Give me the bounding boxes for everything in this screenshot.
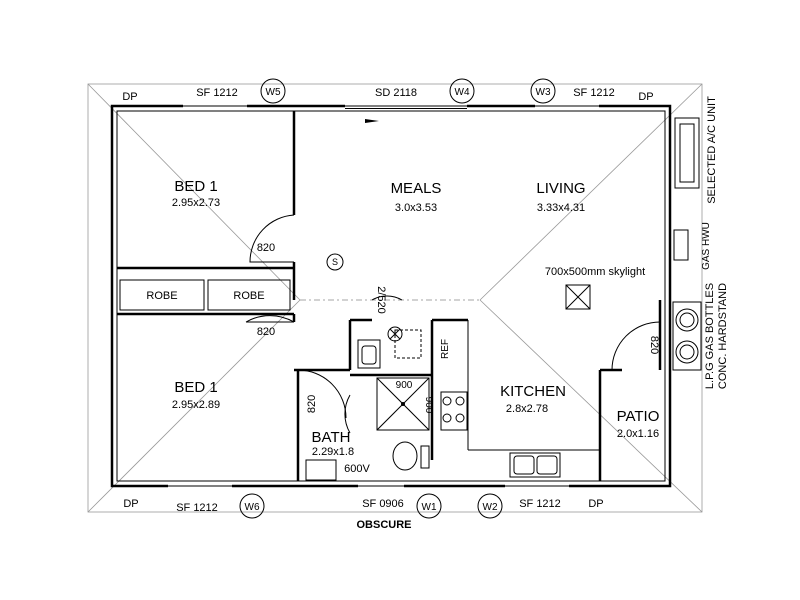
skylight-label: 700x500mm skylight (545, 266, 645, 278)
window-spec-w4: SD 2118 (375, 87, 417, 99)
window-spec-w1: SF 0906 (362, 498, 404, 510)
shower-width-label: 900 (396, 380, 413, 391)
room-size-patio: 2.0x1.16 (617, 428, 659, 440)
room-name-bath: BATH (312, 429, 351, 446)
door-size-bed-bottom: 820 (257, 326, 275, 338)
exterior-services (672, 117, 702, 371)
window-spec-w3: SF 1212 (573, 87, 615, 99)
room-size-living: 3.33x4.31 (537, 202, 585, 214)
door-size-bath: 820 (306, 395, 318, 413)
robe-left-label: ROBE (146, 290, 177, 302)
window-tag-circles (239, 78, 556, 519)
window-tag-w3: W3 (536, 87, 551, 98)
obscure-note: OBSCURE (356, 519, 411, 531)
room-name-kitchen: KITCHEN (500, 383, 566, 400)
downpipe-top-right: DP (638, 91, 653, 103)
room-size-kitchen: 2.8x2.78 (506, 403, 548, 415)
window-spec-w5: SF 1212 (196, 87, 238, 99)
room-size-bed1-top: 2.95x2.73 (172, 197, 220, 209)
door-size-patio: 820 (648, 336, 660, 354)
room-size-bath: 2.29x1.8 (312, 446, 354, 458)
lpg-note-line2: CONC. HARDSTAND (717, 283, 729, 389)
room-name-living: LIVING (536, 180, 585, 197)
door-size-laundry: 2/520 (375, 286, 387, 314)
room-size-bed1-bottom: 2.95x2.89 (172, 399, 220, 411)
room-name-meals: MEALS (391, 180, 442, 197)
room-name-bed1-bottom: BED 1 (174, 379, 217, 396)
downpipe-top-left: DP (122, 91, 137, 103)
windows-drawn (168, 102, 599, 491)
window-tag-w1: W1 (422, 502, 437, 513)
shower-depth-label: 900 (423, 397, 434, 414)
room-size-meals: 3.0x3.53 (395, 202, 437, 214)
door-size-bed-top: 820 (257, 242, 275, 254)
room-name-patio: PATIO (617, 408, 660, 425)
downpipe-bottom-right: DP (588, 498, 603, 510)
room-name-bed1-top: BED 1 (174, 178, 217, 195)
gas-hwu-note: GAS HWU (701, 222, 712, 270)
power-label: 600V (344, 463, 370, 475)
interior-walls (117, 111, 662, 481)
window-spec-w6: SF 1212 (176, 502, 218, 514)
lpg-note-line1: L.P.G GAS BOTTLES (704, 283, 716, 389)
ac-unit-note: SELECTED A/C UNIT (706, 96, 718, 204)
smoke-detector-label: S (332, 257, 338, 267)
window-tag-w4: W4 (455, 87, 470, 98)
fridge-label: REF (440, 339, 451, 359)
window-spec-w2: SF 1212 (519, 498, 561, 510)
fixtures (305, 253, 591, 481)
window-tag-w5: W5 (266, 87, 281, 98)
downpipe-bottom-left: DP (123, 498, 138, 510)
door-swings (245, 214, 661, 434)
window-tag-w2: W2 (483, 502, 498, 513)
robe-right-label: ROBE (233, 290, 264, 302)
window-tag-w6: W6 (245, 502, 260, 513)
